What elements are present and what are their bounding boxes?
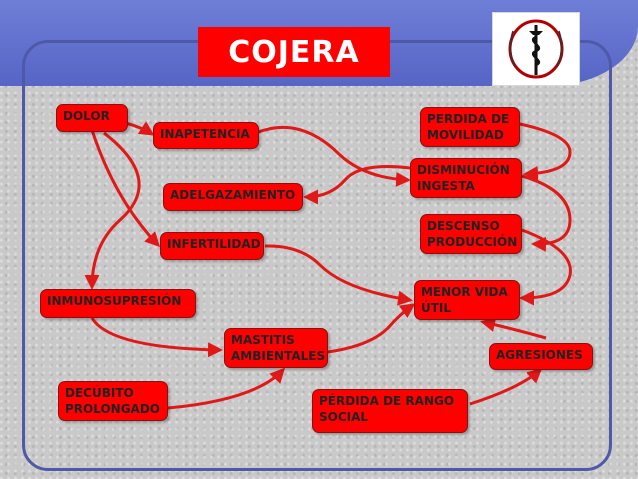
arrow-disminucion-descenso xyxy=(521,174,572,252)
node-label: AGRESIONES xyxy=(496,348,583,362)
node-descenso-produccion: DESCENSO PRODUCCIÓN xyxy=(420,214,522,254)
arrow-dolor-inmunosupresion xyxy=(84,131,141,290)
node-label: ADELGAZAMIENTO xyxy=(170,188,296,202)
node-label-line1: DISMINUCIÓN xyxy=(417,163,510,177)
node-label-line1: DECÚBITO xyxy=(65,386,134,400)
node-disminucion-ingesta: DISMINUCIÓN INGESTA xyxy=(410,158,522,198)
node-menor-vida-util: MENOR VIDA ÚTIL xyxy=(414,280,520,320)
node-label-line2: MOVILIDAD xyxy=(427,128,504,142)
arrow-mastitis-menorvida xyxy=(327,303,416,354)
node-agresiones: AGRESIONES xyxy=(489,343,593,370)
slide-title: COJERA xyxy=(198,27,390,77)
arrow-decubito-mastitis xyxy=(167,367,286,410)
node-dolor: DOLOR xyxy=(56,104,128,132)
arrow-agresiones-menorvida xyxy=(480,317,547,340)
node-label-line1: DESCENSO xyxy=(427,219,500,233)
node-label-line1: MASTITIS xyxy=(231,333,295,347)
node-mastitis: MASTITIS AMBIENTALES xyxy=(224,328,328,368)
arrow-descenso-menorvida xyxy=(519,228,572,306)
node-perdida-rango-social: PÉRDIDA DE RANGO SOCIAL xyxy=(312,389,468,433)
arrow-dolor-infertilidad xyxy=(90,129,161,248)
arrow-movilidad-disminucion xyxy=(519,122,572,181)
node-inapetencia: INAPETENCIA xyxy=(153,122,259,149)
node-label: INAPETENCIA xyxy=(160,127,250,141)
node-label-line2: AMBIENTALES xyxy=(231,349,326,363)
arrow-inmunosupresion-mastitis xyxy=(90,317,223,358)
node-label-line2: ÚTIL xyxy=(421,301,452,315)
node-decubito: DECÚBITO PROLONGADO xyxy=(58,381,168,421)
arrow-inapetencia-disminucion xyxy=(255,125,411,187)
node-label-line1: PÉRDIDA DE RANGO xyxy=(319,394,455,408)
node-label: INMUNOSUPRESIÓN xyxy=(47,294,182,308)
node-adelgazamiento: ADELGAZAMIENTO xyxy=(163,183,303,211)
node-label-line2: PRODUCCIÓN xyxy=(427,235,518,249)
node-label-line2: INGESTA xyxy=(417,179,475,193)
node-label-line2: PROLONGADO xyxy=(65,402,160,416)
arrow-disminucion-adelgazamiento xyxy=(303,165,411,205)
arrow-rango-agresiones xyxy=(469,367,543,406)
node-perdida-movilidad: PERDIDA DE MOVILIDAD xyxy=(420,107,520,147)
node-label-line2: SOCIAL xyxy=(319,410,369,424)
node-label: DOLOR xyxy=(63,109,110,123)
caduceus-icon xyxy=(508,19,564,79)
node-label-line1: PERDIDA DE xyxy=(427,112,510,126)
node-inmunosupresion: INMUNOSUPRESIÓN xyxy=(40,289,196,318)
arrow-infertilidad-menorvida xyxy=(264,244,413,306)
node-label: INFERTILIDAD xyxy=(167,237,261,251)
logo xyxy=(492,12,580,86)
node-label-line1: MENOR VIDA xyxy=(421,285,508,299)
node-infertilidad: INFERTILIDAD xyxy=(160,232,264,260)
